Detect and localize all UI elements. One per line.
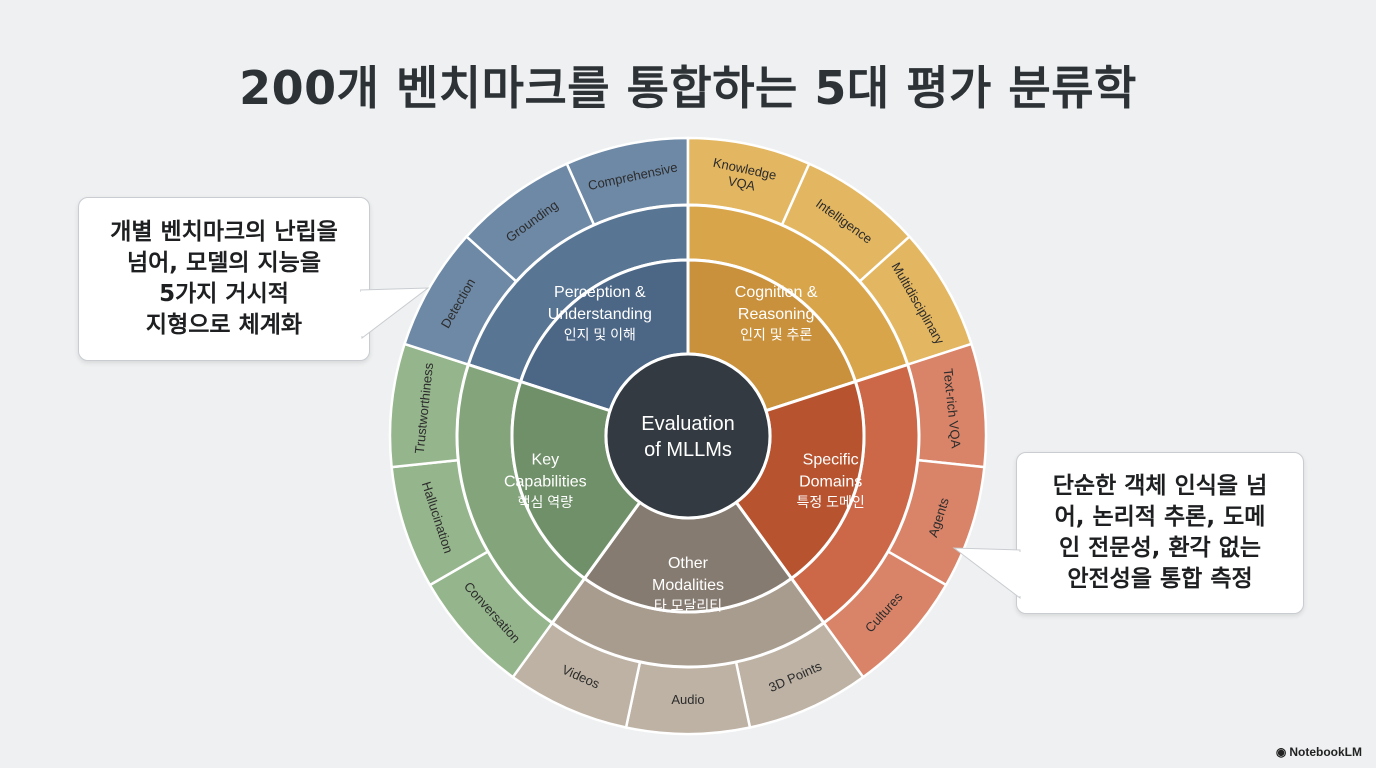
center-label-line1: Evaluation	[641, 413, 734, 435]
category-label: 타 모달리티	[654, 598, 722, 614]
right-callout-text: 단순한 객체 인식을 넘 어, 논리적 추론, 도메 인 전문성, 환각 없는 …	[1052, 473, 1268, 592]
category-label: Domains	[799, 474, 862, 491]
brand-mark: ◉NotebookLM	[1276, 745, 1362, 759]
category-label: Other	[668, 555, 709, 572]
center-circle	[604, 352, 772, 520]
category-label: Key	[532, 452, 560, 469]
right-callout-pointer	[952, 547, 1022, 600]
category-label: Modalities	[652, 577, 724, 594]
category-label: 인지 및 이해	[564, 326, 636, 342]
category-label: 특정 도메인	[797, 494, 865, 510]
category-label: Reasoning	[738, 306, 815, 323]
center-label-line2: of MLLMs	[644, 439, 732, 461]
notebooklm-logo-icon: ◉	[1275, 745, 1287, 759]
subcategory-label: Audio	[671, 692, 704, 707]
left-callout: 개별 벤치마크의 난립을 넘어, 모델의 지능을 5가지 거시적 지형으로 체계…	[78, 197, 370, 361]
category-label: Capabilities	[504, 474, 587, 491]
category-label: Cognition &	[735, 284, 818, 301]
inner-ring	[510, 258, 866, 614]
category-label: 인지 및 추론	[740, 326, 812, 342]
category-label: Perception &	[554, 284, 646, 301]
left-callout-text: 개별 벤치마크의 난립을 넘어, 모델의 지능을 5가지 거시적 지형으로 체계…	[110, 219, 338, 338]
brand-label: NotebookLM	[1289, 745, 1362, 759]
category-label: 핵심 역량	[518, 494, 574, 510]
category-label: Specific	[803, 452, 859, 469]
category-label: Understanding	[548, 306, 652, 323]
page-title: 200개 벤치마크를 통합하는 5대 평가 분류학	[239, 61, 1137, 115]
right-callout: 단순한 객체 인식을 넘 어, 논리적 추론, 도메 인 전문성, 환각 없는 …	[1016, 452, 1304, 614]
left-callout-pointer	[360, 287, 430, 339]
